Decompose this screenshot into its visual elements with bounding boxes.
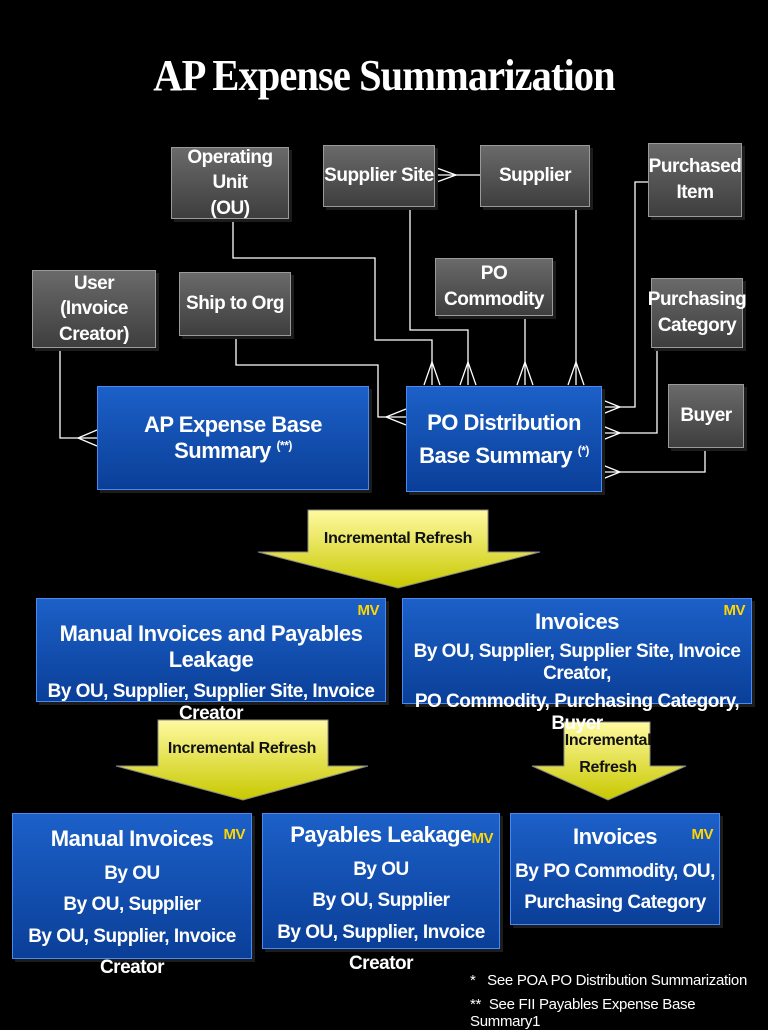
invoices-title: Invoices (534, 609, 620, 634)
item-crowfoot (599, 398, 622, 416)
payables-leakage-title: Payables Leakage (290, 822, 472, 847)
footnote-text: See POA PO Distribution Summarization (487, 972, 748, 989)
supplier-site-to-po-line (409, 207, 469, 385)
invoices-commodity-mv: MV Invoices By PO Commodity, OU, Purchas… (510, 813, 720, 925)
invoices-sub1: By OU, Supplier, Supplier Site, Invoice … (413, 641, 741, 684)
left-refresh-label: Incremental Refresh (167, 740, 317, 757)
ap-expense-base-summary: AP Expense Base Summary (**) (97, 386, 369, 490)
footnote-text: See FII Payables Expense Base Summary1 (470, 996, 696, 1030)
manual-invoices-mv: MV Manual Invoices By OU By OU, Supplier… (12, 813, 252, 978)
invoices-mv: MV Invoices By OU, Supplier, Supplier Si… (402, 598, 752, 734)
user-box: User (Invoice Creator) (32, 270, 156, 348)
manual-invoices-line: By OU, Supplier, Invoice Creator (28, 925, 236, 979)
site-crowfoot (433, 166, 458, 184)
invoices-sub2: PO Commodity, Purchasing Category, Buyer (414, 691, 740, 734)
ship-crowfoot (384, 408, 407, 426)
po-distribution-mark: (*) (577, 443, 590, 458)
mv-badge: MV (691, 826, 714, 843)
payables-leakage-line: By OU, Supplier (312, 890, 450, 912)
left-refresh-arrow (115, 719, 369, 801)
mv-badge: MV (357, 602, 380, 619)
mv-badge: MV (471, 830, 494, 847)
ap-expense-label: AP Expense Base Summary (144, 412, 322, 463)
user-to-ap-line (59, 348, 97, 439)
manual-invoices-line: By OU (104, 863, 160, 884)
supplier-crowfoot (567, 360, 585, 386)
footnote-1: * See POA PO Distribution Summarization (470, 972, 747, 989)
footnote-mark: ** (470, 996, 482, 1013)
category-crowfoot (599, 424, 622, 442)
ou-to-po-line (232, 218, 433, 385)
page-title: AP Expense Summarization (153, 51, 615, 100)
invoices-commodity-title: Invoices (572, 824, 658, 849)
item-to-po-line (600, 181, 648, 408)
purchased-item-line1: Purchased (648, 156, 742, 178)
top-refresh-arrow (257, 509, 541, 589)
mv-badge: MV (723, 602, 746, 619)
buyer-box: Buyer (668, 384, 744, 448)
supplier-site-crowfoot (459, 360, 477, 386)
right-refresh-label-line2: Refresh (579, 759, 637, 777)
commodity-crowfoot (516, 360, 534, 386)
invoices-commodity-line: By PO Commodity, OU, (515, 861, 715, 882)
purchasing-category-line1: Purchasing (647, 289, 747, 311)
operating-unit-box: Operating Unit (OU) (171, 147, 289, 219)
top-refresh-label: Incremental Refresh (323, 530, 473, 547)
payables-leakage-line: By OU, Supplier, Invoice Creator (277, 921, 485, 975)
po-distribution-line2: Base Summary (419, 443, 573, 468)
footnote-mark: * (470, 972, 476, 989)
manual-leakage-sub: By OU, Supplier, Supplier Site, Invoice … (47, 681, 375, 724)
operating-unit-line1: Operating Unit (187, 146, 273, 194)
user-line1: User (73, 272, 115, 294)
right-refresh-label: Incremental Refresh (556, 727, 660, 781)
po-distribution-base-summary: PO Distribution Base Summary (*) (406, 386, 602, 492)
invoices-commodity-line: Purchasing Category (524, 892, 706, 914)
payables-leakage-mv: MV Payables Leakage By OU By OU, Supplie… (262, 813, 500, 974)
ap-expense-mark: (**) (276, 438, 293, 453)
user-line2: (Invoice Creator) (59, 298, 129, 345)
footnote-2: ** See FII Payables Expense Base Summary… (470, 996, 768, 1030)
supplier-site-box: Supplier Site (323, 145, 435, 207)
buyer-crowfoot (599, 463, 622, 481)
ou-crowfoot (423, 360, 441, 386)
ship-to-org-box: Ship to Org (179, 272, 291, 336)
payables-leakage-line: By OU (353, 859, 409, 880)
manual-invoices-leakage-mv: MV Manual Invoices and Payables Leakage … (36, 598, 386, 724)
operating-unit-line2: (OU) (210, 197, 250, 219)
category-to-po-line (600, 345, 658, 434)
po-distribution-line1: PO Distribution (427, 410, 581, 435)
po-commodity-box: PO Commodity (435, 258, 553, 316)
purchased-item-line2: Item (676, 182, 714, 203)
right-refresh-label-line1: Incremental (564, 732, 652, 749)
purchasing-category-line2: Category (657, 315, 737, 336)
manual-leakage-title: Manual Invoices and Payables Leakage (59, 621, 363, 672)
manual-invoices-title: Manual Invoices (50, 826, 214, 851)
buyer-to-po-line (600, 448, 706, 473)
supplier-box: Supplier (480, 145, 590, 207)
manual-invoices-line: By OU, Supplier (63, 894, 201, 916)
user-crowfoot (76, 429, 98, 447)
right-refresh-arrow (531, 721, 687, 801)
mv-badge: MV (223, 826, 246, 843)
